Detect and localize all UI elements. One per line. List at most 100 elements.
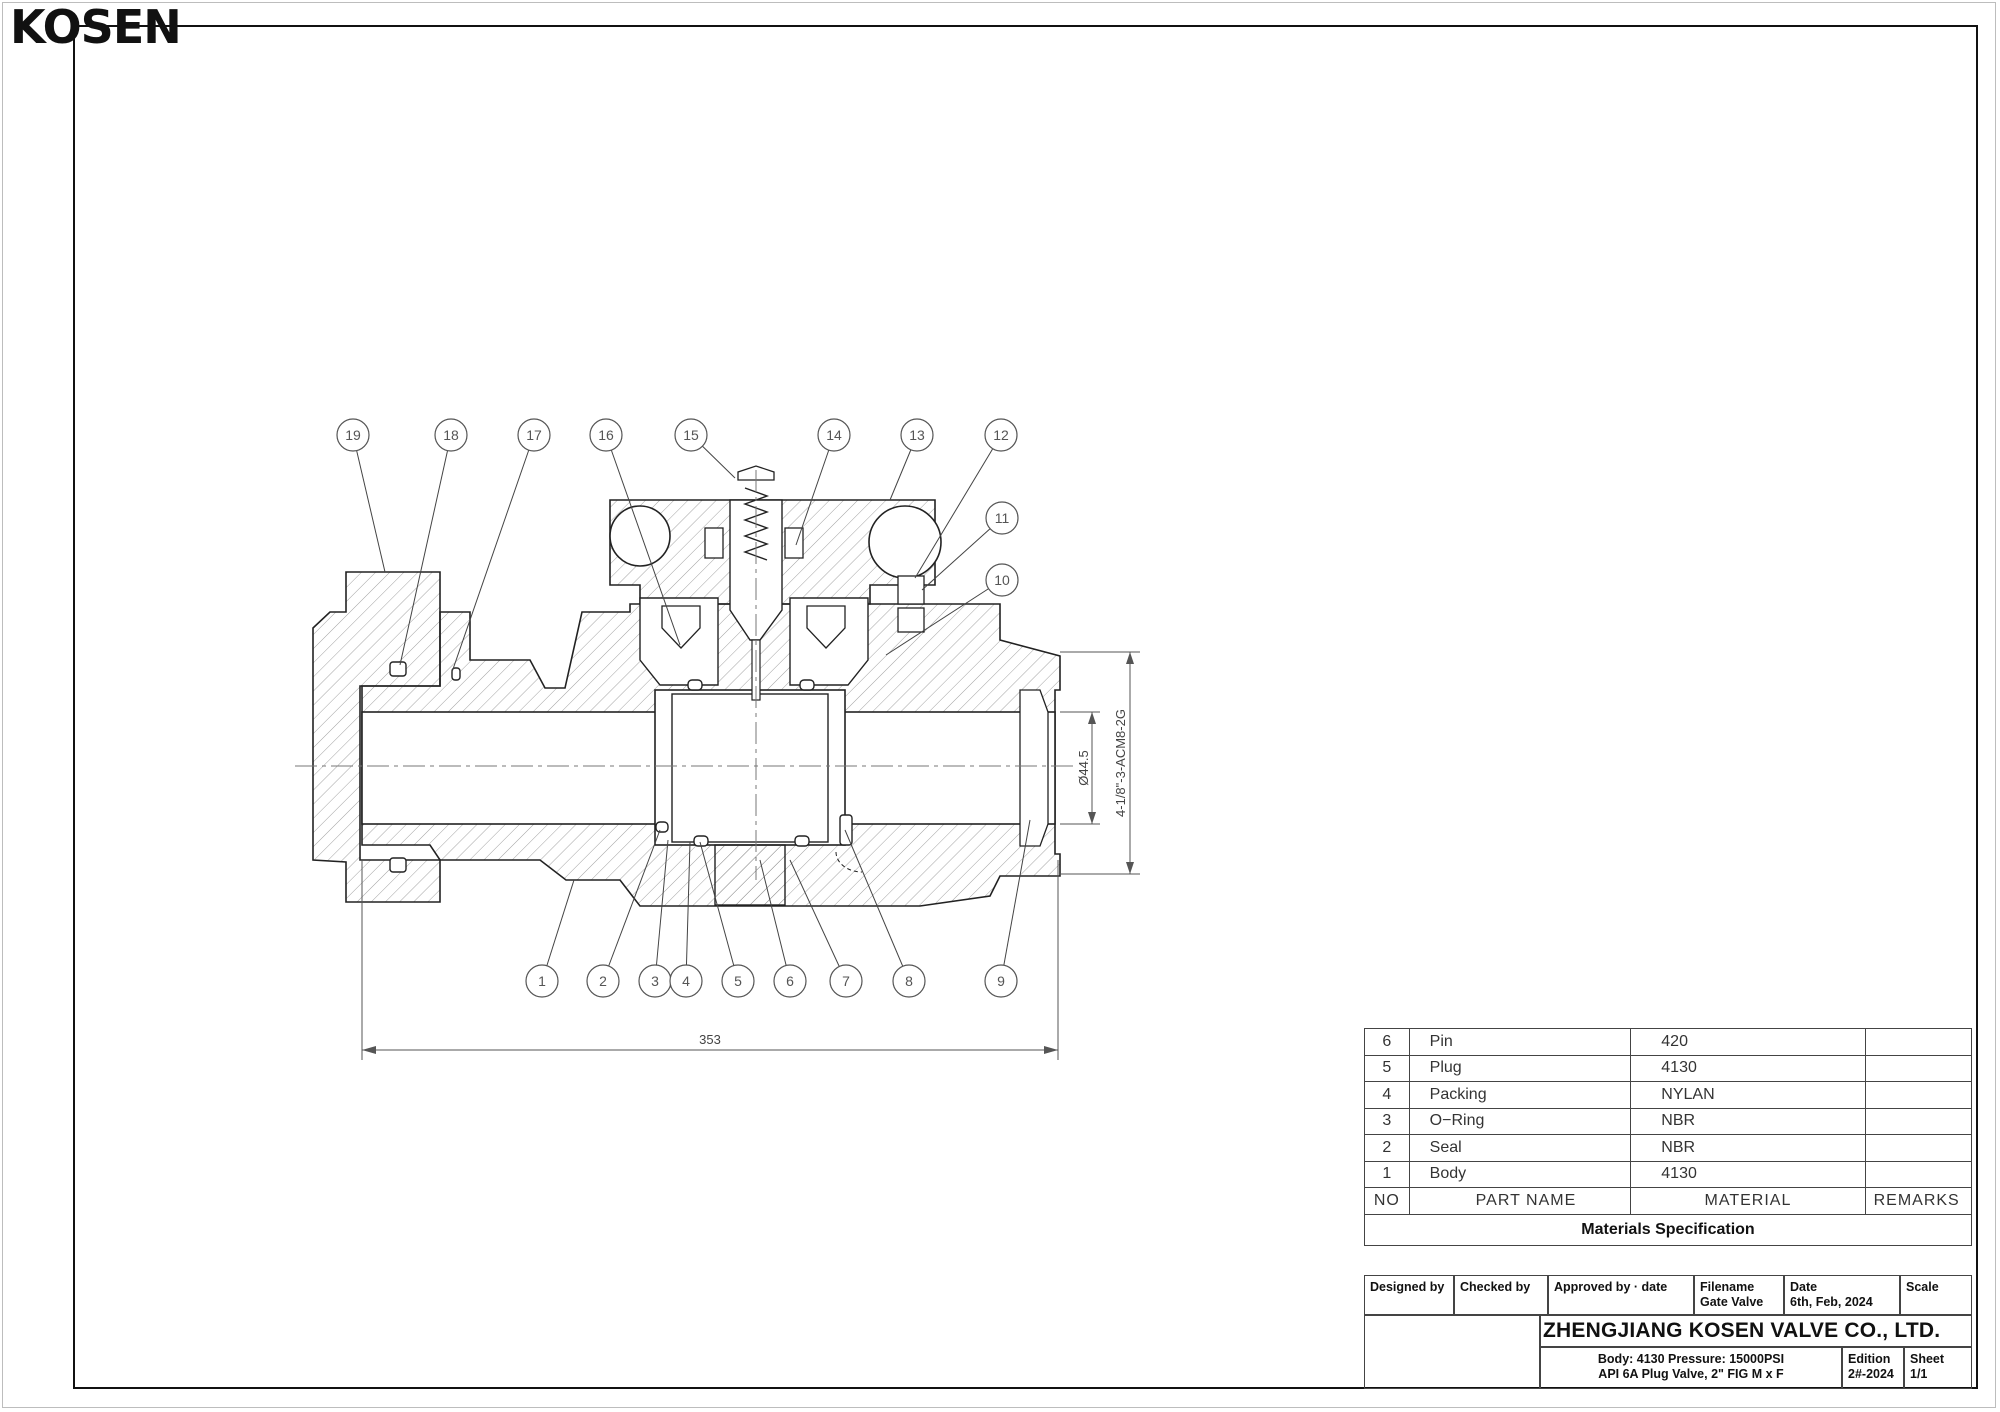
plug: [671, 693, 829, 843]
materials-cell-no: 6: [1364, 1028, 1410, 1056]
callout-number: 4: [682, 973, 690, 989]
dimension-lines: [361, 651, 1140, 1060]
materials-cell-material: 420: [1630, 1028, 1866, 1056]
materials-cell-remarks: [1864, 1134, 1973, 1162]
materials-cell-part: O−Ring: [1408, 1107, 1632, 1135]
materials-table-header: NO PART NAME MATERIAL REMARKS: [1364, 1187, 1973, 1215]
callout-leader: [885, 579, 1003, 656]
callout-balloon: [525, 964, 559, 998]
callout-balloon: [985, 563, 1019, 597]
body-pressure: Body: 4130 Pressure: 15000PSI: [1597, 1352, 1785, 1366]
callout-leader: [795, 434, 835, 546]
date-label: Date: [1790, 1280, 1818, 1294]
callout-leader: [399, 434, 452, 666]
callout-leader: [789, 859, 847, 982]
callout-number: 14: [826, 427, 842, 443]
drawing-border-inner: [73, 25, 1978, 1389]
materials-cell-part: Body: [1408, 1160, 1632, 1188]
callout-number: 19: [345, 427, 361, 443]
materials-cell-no: 1: [1364, 1160, 1410, 1188]
materials-cell-part: Seal: [1408, 1134, 1632, 1162]
callout-number: 3: [651, 973, 659, 989]
callout-balloon: [589, 418, 623, 452]
materials-cell-material: NBR: [1630, 1107, 1866, 1135]
product-info-cell: Body: 4130 Pressure: 15000PSI API 6A Plu…: [1540, 1347, 1842, 1389]
materials-cell-remarks: [1864, 1160, 1973, 1188]
callout-balloon: [829, 964, 863, 998]
callout-balloon: [434, 418, 468, 452]
designed-by-cell: Designed by: [1364, 1275, 1454, 1315]
materials-cell-material: 4130: [1630, 1054, 1866, 1082]
callout-leader: [541, 879, 575, 982]
callout-balloon: [517, 418, 551, 452]
dimension-bore: Ø44.5: [1076, 750, 1091, 785]
scale-cell: Scale: [1900, 1275, 1972, 1315]
company-name: ZHENGJIANG KOSEN VALVE CO., LTD.: [1540, 1315, 1972, 1347]
callout-balloon: [900, 418, 934, 452]
materials-cell-no: 4: [1364, 1081, 1410, 1109]
dimension-thread: 4-1/8"-3-ACM8-2G: [1113, 709, 1128, 817]
callout-balloon: [985, 501, 1019, 535]
date-cell: Date 6th, Feb, 2024: [1784, 1275, 1900, 1315]
materials-caption: Materials Specification: [1364, 1213, 1972, 1246]
callout-balloon: [336, 418, 370, 452]
callout-leader: [699, 841, 739, 982]
callout-balloon: [817, 418, 851, 452]
callout-leader: [921, 517, 1003, 591]
callout-balloon: [669, 964, 703, 998]
materials-cell-no: 3: [1364, 1107, 1410, 1135]
edition-value: 2#-2024: [1848, 1367, 1894, 1381]
header-material: MATERIAL: [1630, 1187, 1866, 1215]
materials-cell-no: 5: [1364, 1054, 1410, 1082]
edition-label: Edition: [1848, 1352, 1891, 1366]
callout-leader: [914, 434, 1002, 579]
callout-number: 6: [786, 973, 794, 989]
approved-by-cell: Approved by · date: [1548, 1275, 1694, 1315]
kosen-logo: KOSEN: [10, 0, 182, 54]
materials-cell-part: Plug: [1408, 1054, 1632, 1082]
bonnet-hole-right: [868, 505, 942, 579]
edition-cell: Edition 2#-2024: [1842, 1347, 1904, 1389]
dimension-length: 353: [699, 1032, 721, 1047]
callout-number: 15: [683, 427, 699, 443]
sheet-cell: Sheet 1/1: [1904, 1347, 1972, 1389]
callout-balloon: [773, 964, 807, 998]
materials-cell-remarks: [1864, 1028, 1973, 1056]
callout-leader: [759, 859, 791, 982]
header-no: NO: [1364, 1187, 1410, 1215]
materials-cell-remarks: [1864, 1054, 1973, 1082]
callout-leader: [602, 829, 661, 982]
date-value: 6th, Feb, 2024: [1790, 1295, 1873, 1309]
filename-label: Filename: [1700, 1280, 1755, 1294]
header-remarks: REMARKS: [1864, 1187, 1973, 1215]
blank-cell: [1364, 1315, 1540, 1389]
callout-number: 17: [526, 427, 542, 443]
materials-caption-row: Materials Specification: [1364, 1213, 1972, 1246]
checked-by-cell: Checked by: [1454, 1275, 1548, 1315]
callout-balloon: [586, 964, 620, 998]
o-rings: [389, 661, 853, 873]
callout-balloon: [984, 418, 1018, 452]
callout-number: 16: [598, 427, 614, 443]
filename-cell: Filename Gate Valve: [1694, 1275, 1784, 1315]
callout-number: 13: [909, 427, 925, 443]
materials-cell-part: Pin: [1408, 1028, 1632, 1056]
callout-number: 1: [538, 973, 546, 989]
callout-number: 5: [734, 973, 742, 989]
sheet-value: 1/1: [1910, 1367, 1928, 1381]
callout-leader: [605, 434, 681, 646]
callout-number: 2: [599, 973, 607, 989]
callout-balloon: [674, 418, 708, 452]
materials-cell-material: 4130: [1630, 1160, 1866, 1188]
callout-balloon: [984, 964, 1018, 998]
materials-cell-material: NBR: [1630, 1134, 1866, 1162]
callout-number: 8: [905, 973, 913, 989]
